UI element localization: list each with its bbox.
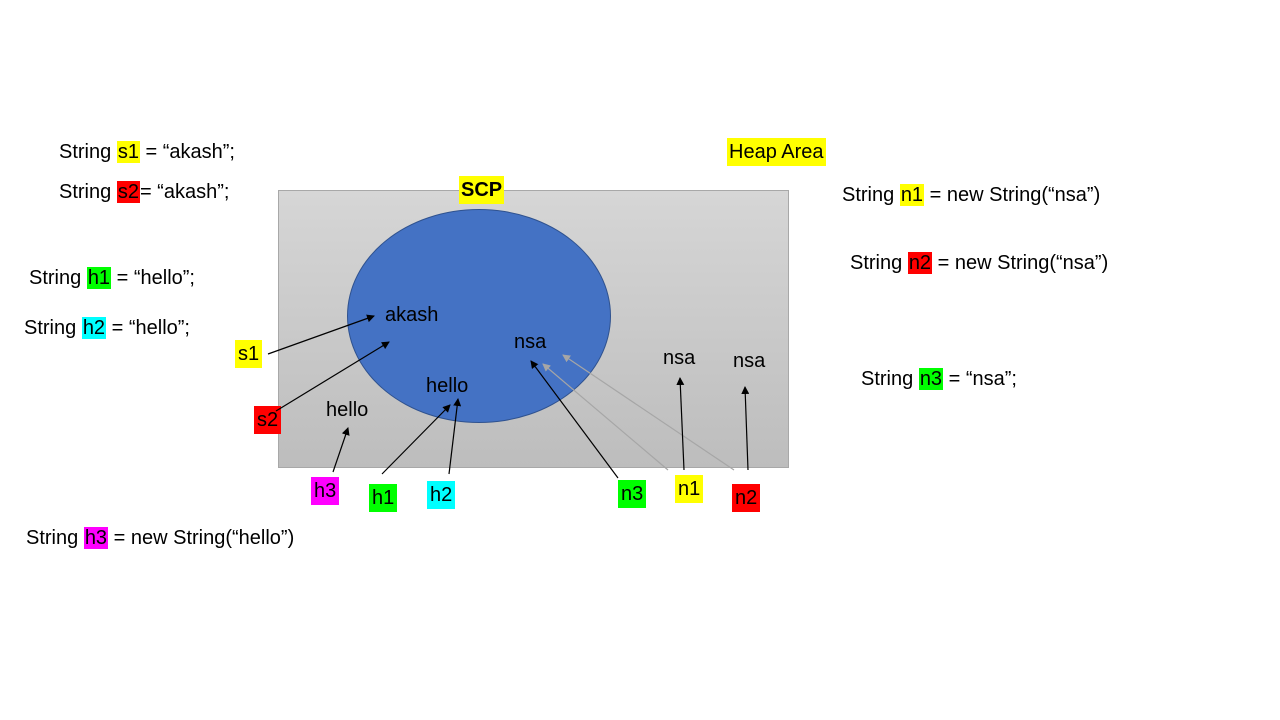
arrow-n1-nsa-heap [676, 377, 685, 471]
arrow-s1-akash [267, 314, 375, 355]
ref-n3: n3 [618, 480, 647, 508]
var-n1: n1 [899, 184, 925, 206]
ref-h2: h2 [427, 481, 456, 509]
object-nsa-heap-1: nsa [663, 347, 696, 369]
object-hello-heap: hello [326, 399, 369, 421]
code-line-h3: String h3 = new String(“hello”) [26, 526, 294, 550]
var-h3: h3 [83, 527, 109, 549]
scp-title: SCP [459, 176, 505, 204]
ref-n1: n1 [675, 475, 704, 503]
code-line-n3: String n3 = “nsa”; [861, 367, 1017, 391]
arrow-n2-nsa-heap [741, 386, 750, 471]
code-line-h2: String h2 = “hello”; [24, 316, 190, 340]
code-value: = “hello”; [111, 267, 195, 289]
arrow-n3-nsa-scp [530, 360, 619, 479]
code-value: = new String(“nsa”) [932, 252, 1109, 274]
arrow-h2-hello-scp [448, 398, 462, 475]
code-line-s2: String s2= “akash”; [59, 180, 229, 204]
code-keyword: String [59, 141, 117, 163]
code-line-n1: String n1 = new String(“nsa”) [842, 183, 1100, 207]
code-value: = new String(“nsa”) [924, 184, 1101, 206]
code-keyword: String [850, 252, 908, 274]
code-value: = “nsa”; [943, 368, 1017, 390]
code-line-s1: String s1 = “akash”; [59, 140, 235, 164]
arrow-n2-nsa-scp [562, 354, 735, 471]
code-keyword: String [59, 181, 117, 203]
code-keyword: String [861, 368, 919, 390]
var-h2: h2 [81, 317, 107, 339]
object-nsa-heap-2: nsa [733, 350, 766, 372]
code-keyword: String [26, 527, 84, 549]
object-akash: akash [385, 304, 439, 326]
code-line-h1: String h1 = “hello”; [29, 266, 195, 290]
arrow-s2-akash [275, 341, 390, 412]
arrow-h1-hello-scp [381, 404, 451, 475]
heap-area-title: Heap Area [727, 138, 826, 166]
ref-h3: h3 [311, 477, 340, 505]
scp-circle [347, 209, 611, 423]
var-n2: n2 [907, 252, 933, 274]
object-hello-scp: hello [426, 375, 469, 397]
arrow-n1-nsa-scp [542, 363, 669, 471]
ref-s1: s1 [235, 340, 263, 368]
object-nsa-scp: nsa [514, 331, 547, 353]
ref-n2: n2 [732, 484, 761, 512]
code-line-n2: String n2 = new String(“nsa”) [850, 251, 1108, 275]
var-n3: n3 [918, 368, 944, 390]
code-value: = “hello”; [106, 317, 190, 339]
code-keyword: String [842, 184, 900, 206]
code-value: = “akash”; [139, 181, 230, 203]
code-keyword: String [24, 317, 82, 339]
code-value: = new String(“hello”) [108, 527, 295, 549]
arrow-h3-hello-heap [332, 427, 350, 473]
var-s2: s2 [116, 181, 140, 203]
ref-h1: h1 [369, 484, 398, 512]
code-keyword: String [29, 267, 87, 289]
var-h1: h1 [86, 267, 112, 289]
code-value: = “akash”; [139, 141, 235, 163]
var-s1: s1 [116, 141, 140, 163]
